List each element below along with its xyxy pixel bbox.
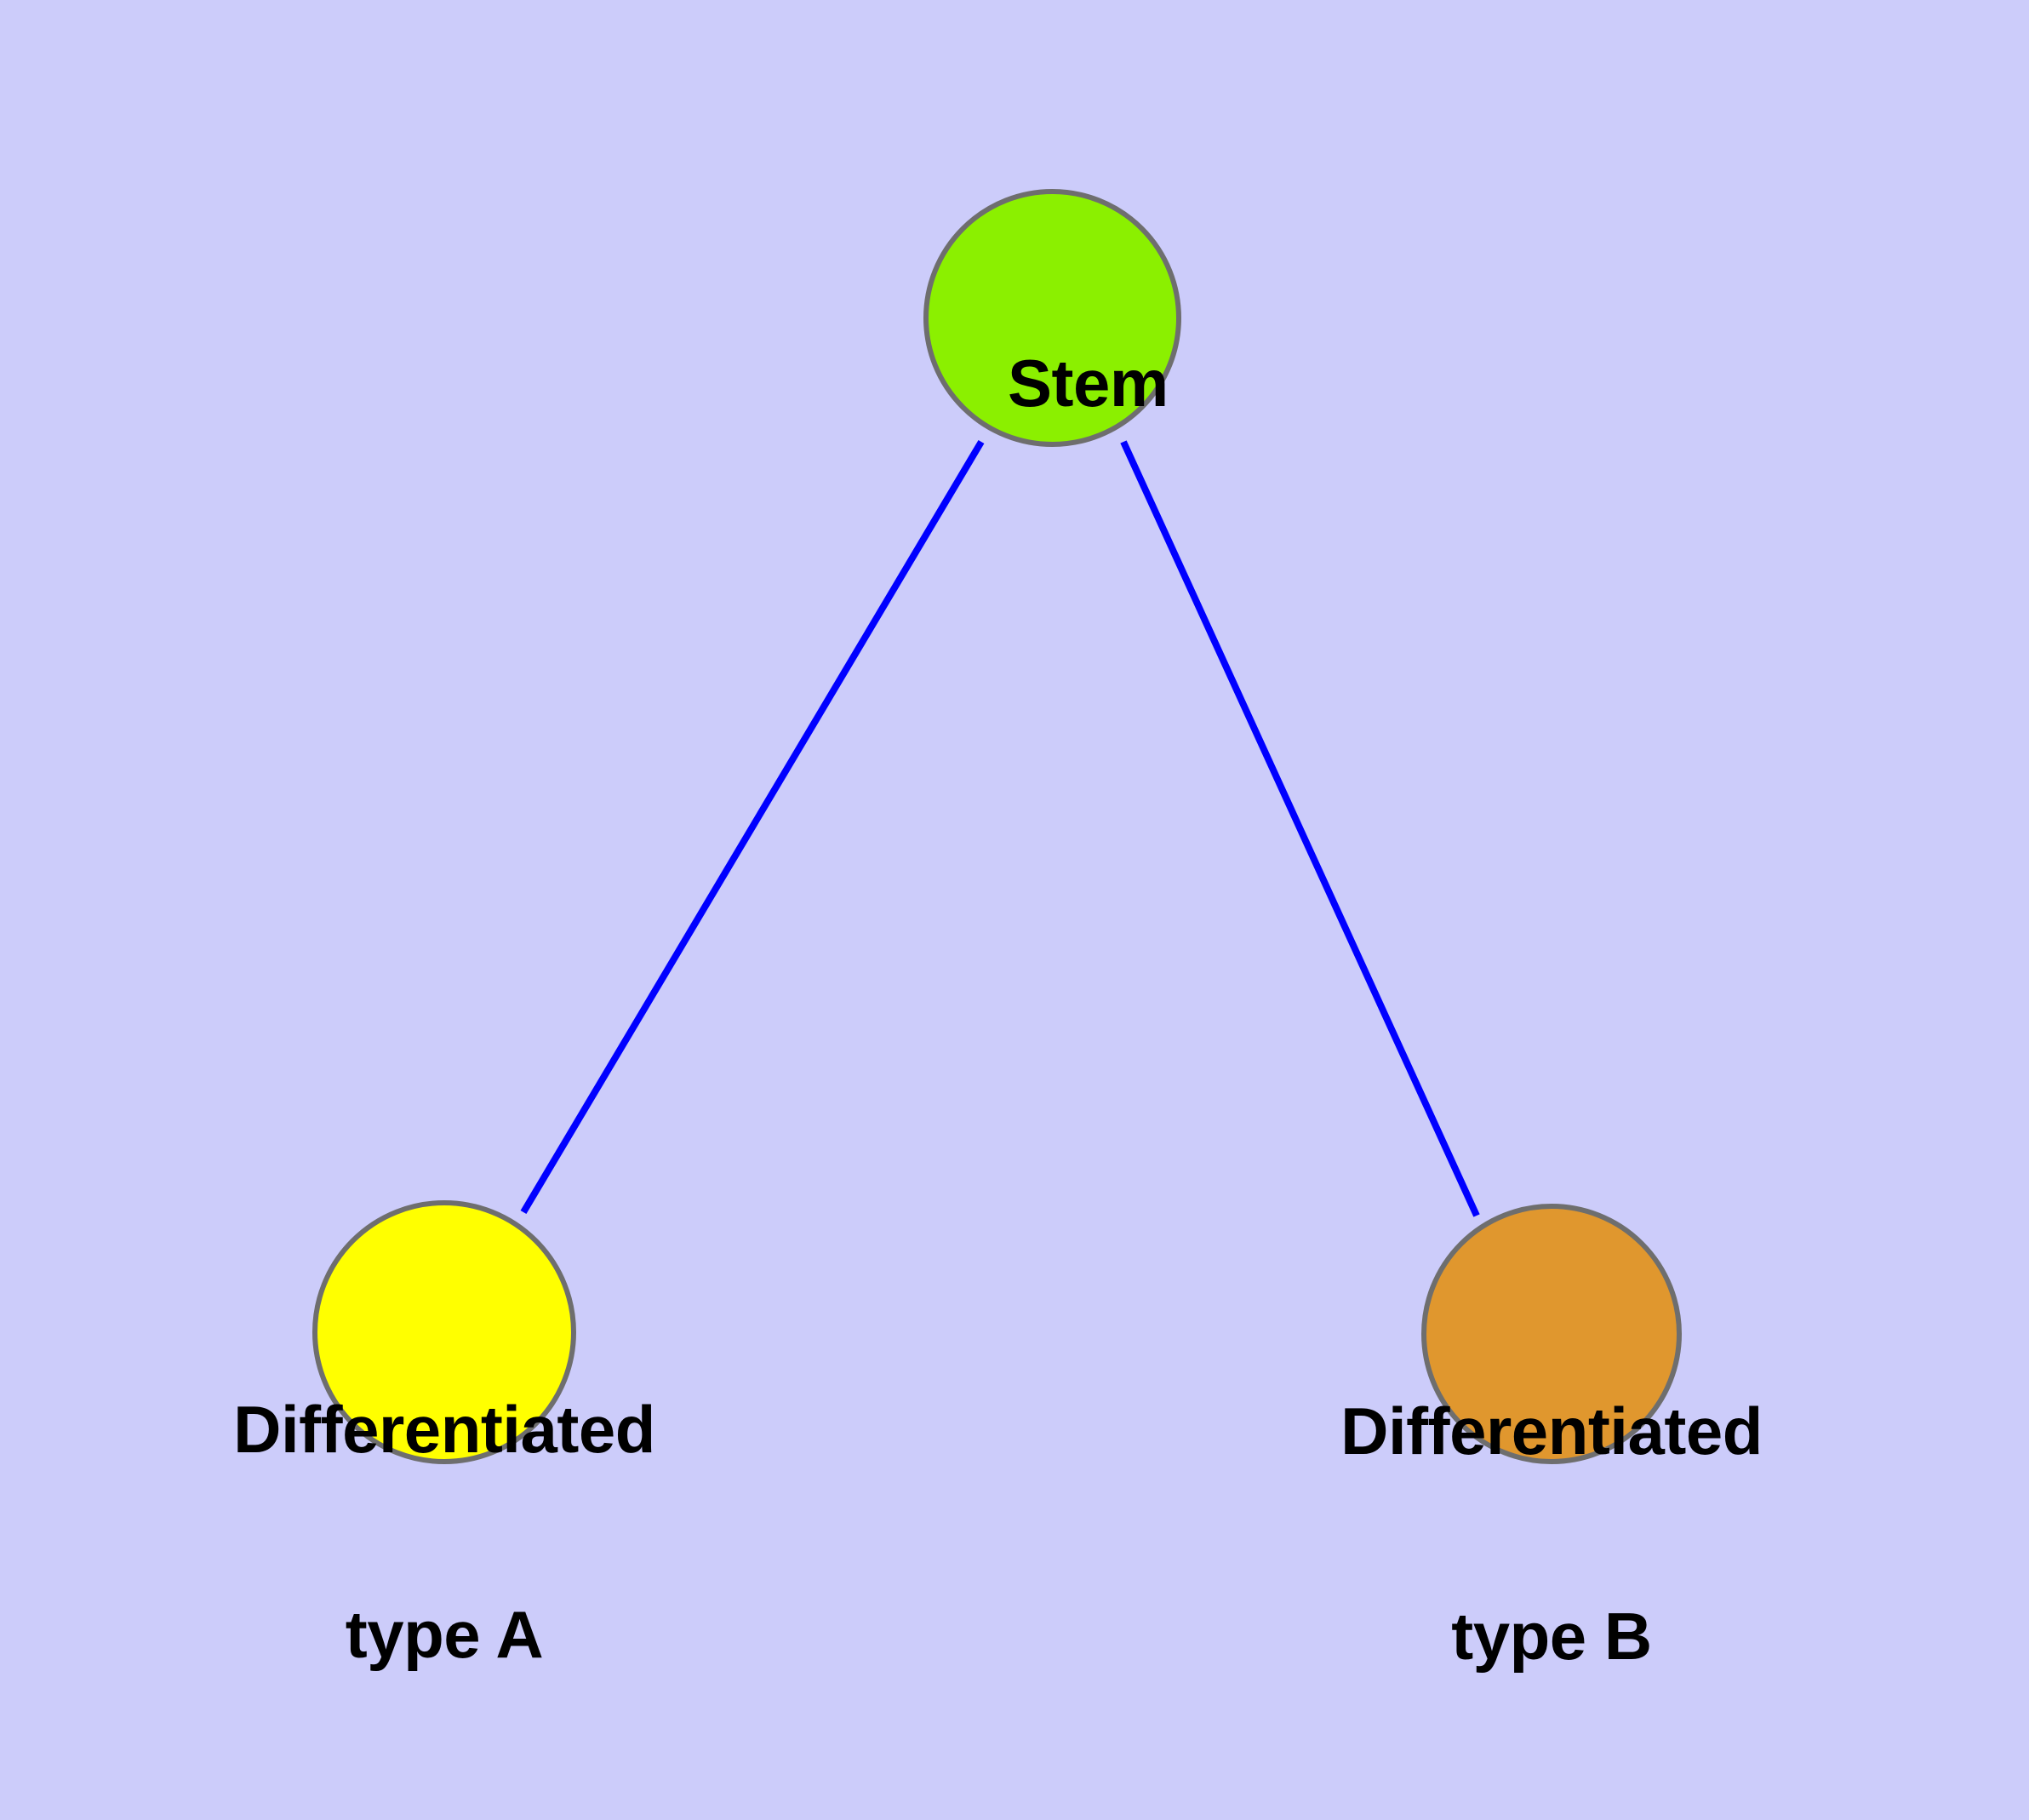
node-differentiated-type-b[interactable] — [1421, 1204, 1682, 1464]
node-stem[interactable] — [923, 188, 1181, 447]
edge-stem-to-diff-a — [520, 439, 985, 1215]
edge-stem-to-diff-b — [1120, 440, 1480, 1217]
node-differentiated-type-a[interactable] — [312, 1200, 576, 1464]
